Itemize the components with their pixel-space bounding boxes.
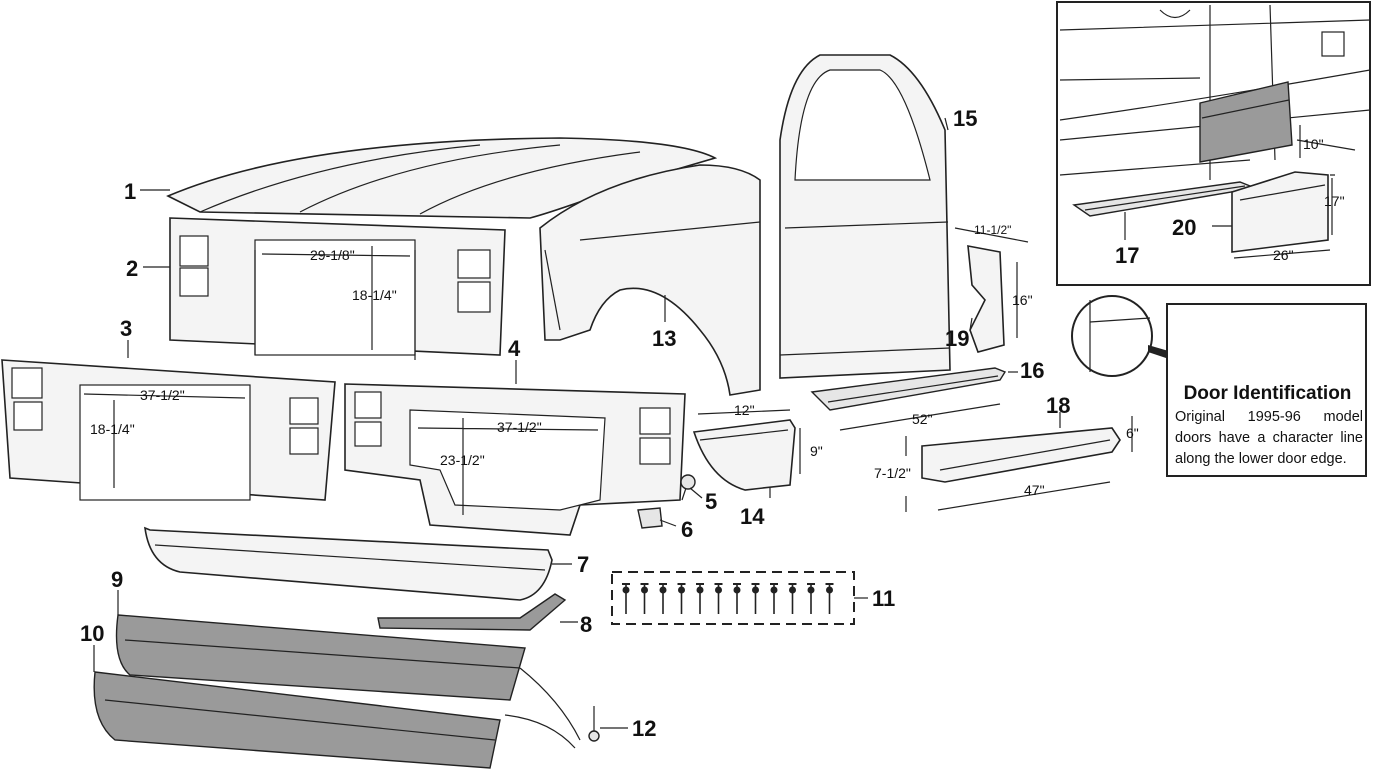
- fastener-icon: [696, 583, 704, 614]
- dim-rocker18-height-b: 6": [1126, 425, 1139, 441]
- dim-inset-panel20-height: 17": [1324, 193, 1345, 209]
- callout-20: 20: [1172, 215, 1196, 240]
- fastener-icon: [733, 583, 741, 614]
- fastener-icon: [677, 583, 686, 614]
- callout-16: 16: [1020, 358, 1044, 383]
- callout-15: 15: [953, 106, 977, 131]
- bracket-8: [377, 593, 567, 631]
- dim-patch14-width: 12": [734, 402, 755, 418]
- callout-17: 17: [1115, 243, 1139, 268]
- fastener-icon: [622, 583, 630, 614]
- radiator-support-3: [1, 359, 336, 501]
- radiator-support-4: [344, 383, 686, 536]
- dim-support3-width: 37-1/2": [140, 387, 185, 403]
- dim-rocker18-height-a: 7-1/2": [874, 465, 911, 481]
- nut-clip-6: [637, 507, 663, 529]
- fastener-icon: [751, 583, 760, 614]
- dim-patch19-height: 16": [1012, 292, 1033, 308]
- callout-4: 4: [508, 336, 521, 361]
- fastener-icon: [770, 583, 778, 614]
- radiator-support-2: [169, 217, 506, 360]
- dim-support3-height: 18-1/4": [90, 421, 135, 437]
- callout-6: 6: [681, 517, 693, 542]
- door-15: [779, 54, 951, 379]
- dim-inset-skin-height: 10": [1303, 136, 1324, 152]
- fastener-icon: [714, 583, 723, 614]
- door-id-title: Door Identification: [1183, 383, 1352, 404]
- door-id-text: Original 1995-96 model doors have a char…: [1175, 409, 1363, 467]
- callout-14: 14: [740, 504, 765, 529]
- callout-10: 10: [80, 621, 104, 646]
- dim-support2-width: 29-1/8": [310, 247, 355, 263]
- dim-support2-height: 18-1/4": [352, 287, 397, 303]
- dim-patch19-width: 11-1/2": [974, 223, 1011, 237]
- callout-9: 9: [111, 567, 123, 592]
- fastener-icon: [807, 583, 815, 614]
- valance-10: [93, 671, 501, 769]
- callout-8: 8: [580, 612, 592, 637]
- dim-support4-width: 37-1/2": [497, 419, 542, 435]
- fastener-set: [622, 583, 834, 614]
- callout-3: 3: [120, 316, 132, 341]
- dim-support4-height: 23-1/2": [440, 452, 485, 468]
- patch-19: [967, 245, 1005, 353]
- fender-13: [539, 164, 761, 396]
- callout-5: 5: [705, 489, 717, 514]
- callout-13: 13: [652, 326, 676, 351]
- dim-rocker16-length: 52": [912, 411, 933, 427]
- inset-panel: [1056, 1, 1371, 286]
- rocker-18: [921, 427, 1121, 483]
- valance-9: [115, 614, 526, 701]
- bolt-12: [504, 667, 600, 749]
- fastener-icon: [825, 583, 834, 614]
- callout-2: 2: [126, 256, 138, 281]
- callout-12: 12: [632, 716, 656, 741]
- dim-rocker18-length: 47": [1024, 482, 1045, 498]
- callout-18: 18: [1046, 393, 1070, 418]
- dim-patch14-height: 9": [810, 443, 823, 459]
- fastener-icon: [659, 583, 667, 614]
- fastener-icon: [788, 583, 797, 614]
- callout-1: 1: [124, 179, 136, 204]
- callout-11: 11: [872, 586, 895, 611]
- callout-19: 19: [945, 326, 969, 351]
- fastener-kit-11: [611, 571, 855, 625]
- callout-7: 7: [577, 552, 589, 577]
- door-id-box: [1166, 303, 1367, 477]
- rocker-16: [810, 367, 1007, 411]
- fastener-icon: [640, 583, 649, 614]
- dim-inset-panel20-width: 26": [1273, 247, 1294, 263]
- patch-14: [692, 419, 796, 491]
- bolt-5: [680, 474, 696, 501]
- bumper-bar-7: [144, 526, 553, 601]
